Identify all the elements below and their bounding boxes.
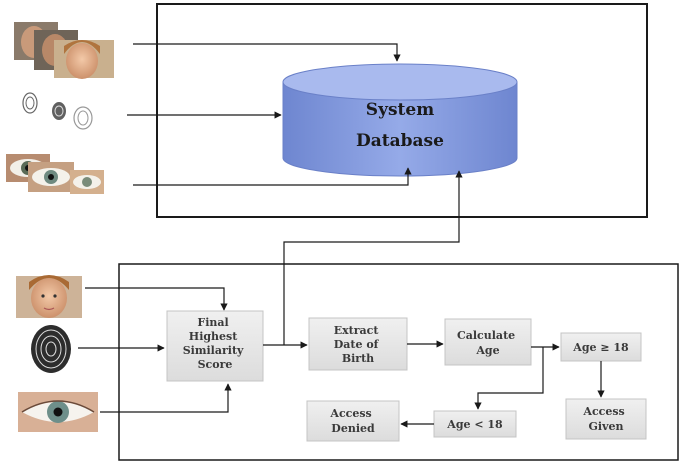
extract-line-2: Date of [334,338,380,351]
given-line-1: Access [582,405,624,418]
face-to-score-arrow [85,287,228,311]
svg-text:Access Given: Access Given [582,405,628,433]
database-label-line2: Database [356,131,444,151]
database-link-arrow [283,170,463,345]
calculate-line-1: Calculate [457,329,515,342]
eye-icon [18,392,98,432]
age-lt-line: Age < 18 [446,418,503,431]
given-line-2: Given [589,420,624,433]
calculate-line-2: Age [475,344,499,357]
denied-line-1: Access [329,407,371,420]
iris-photos-icon [6,154,104,194]
calculate-age-box: Calculate Age [444,318,532,366]
iris-to-database-arrow [133,167,412,186]
age-ge-18-box: Age ≥ 18 [560,332,642,362]
extract-line-3: Birth [342,352,374,365]
extract-line-1: Extract [334,324,380,337]
verification-panel [118,263,679,461]
database-label-line1: System [366,100,434,120]
calculate-to-age-lt-arrow [474,347,544,410]
fingerprint-icon [31,325,71,373]
svg-text:Age < 18: Age < 18 [446,418,503,431]
face-photos-icon [14,22,114,79]
denied-line-2: Denied [331,422,375,435]
svg-text:Final Highest Simi: Final Highest Similarity Score [183,316,248,371]
face-to-database-arrow [133,43,401,62]
score-line-1: Final [197,316,228,329]
svg-text:Calculate Age: Calculate Age [457,329,519,357]
age-ge-line: Age ≥ 18 [572,341,629,354]
fingerprint-samples-icon [22,92,93,130]
svg-text:Age ≥ 18: Age ≥ 18 [572,341,629,354]
svg-text:Extract Date of Bi: Extract Date of Birth [334,324,383,365]
extract-dob-box: Extract Date of Birth [308,317,408,371]
face-photo-icon [16,275,82,318]
age-lt-18-box: Age < 18 [433,410,517,438]
eye-to-score-arrow [100,383,232,413]
access-denied-box: Access Denied [306,400,400,442]
system-database: System Database [282,63,518,177]
access-given-box: Access Given [565,398,647,440]
score-line-4: Score [198,358,233,371]
score-line-2: Highest [189,330,238,343]
score-line-3: Similarity [183,344,244,357]
svg-text:Access Denied: Access Denied [329,407,375,435]
final-score-box: Final Highest Similarity Score [166,310,264,382]
registration-panel [156,3,648,218]
